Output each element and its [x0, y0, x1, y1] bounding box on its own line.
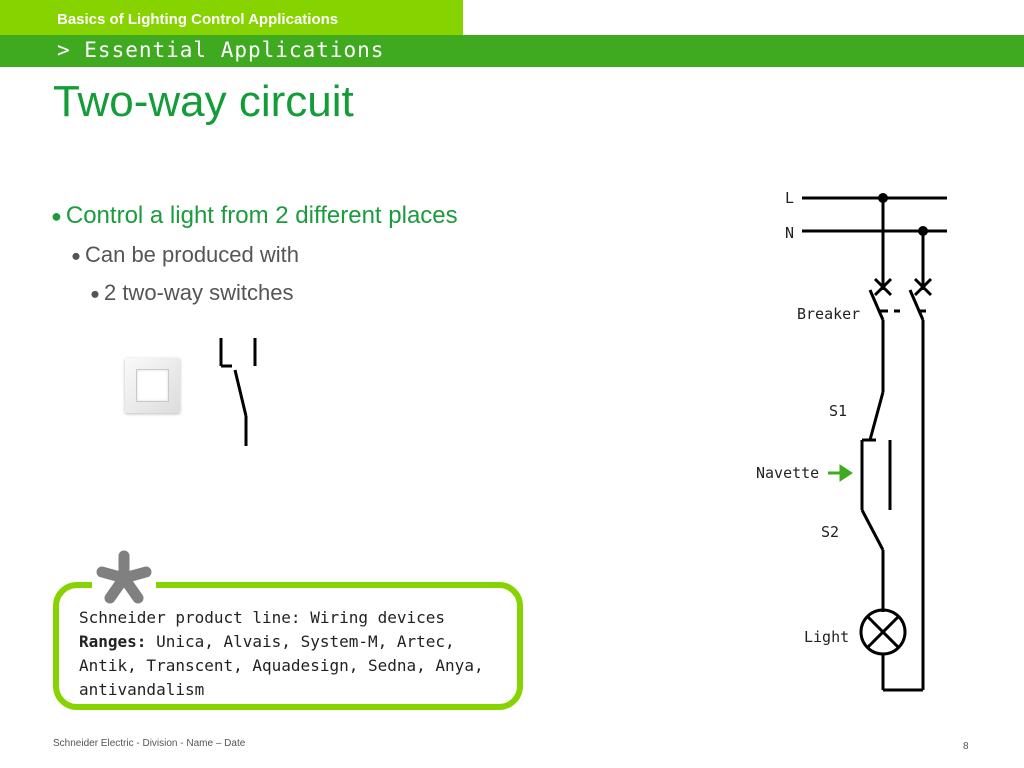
label-line: L: [785, 189, 794, 207]
info-heading: Schneider product line: Wiring devices: [79, 608, 446, 627]
asterisk-icon: [92, 548, 156, 612]
info-ranges: Ranges: Unica, Alvais, System-M, Artec, …: [79, 630, 499, 702]
junction-dot-icon: [878, 193, 888, 203]
section-title: Basics of Lighting Control Applications: [57, 11, 339, 28]
label-navette: Navette: [756, 464, 819, 482]
two-way-switch-symbol: [219, 338, 257, 446]
info-text: Schneider product line: Wiring devices R…: [79, 606, 499, 702]
ranges-label: Ranges:: [79, 632, 147, 651]
bullet-level-3: ●2 two-way switches: [90, 280, 293, 306]
bullet-level-2: ●Can be produced with: [71, 242, 299, 268]
ranges-value: Unica, Alvais, System-M, Artec, Antik, T…: [79, 632, 484, 699]
circuit-diagram: L N Breaker S1 Navette S2 Light: [756, 189, 947, 692]
bullet-dot-icon: ●: [51, 206, 62, 227]
bullet-text: Can be produced with: [84, 242, 299, 267]
bullet-text: 2 two-way switches: [103, 280, 294, 305]
footer-text: Schneider Electric - Division - Name – D…: [53, 738, 246, 749]
bullet-dot-icon: ●: [90, 284, 100, 303]
page-number: 8: [963, 741, 969, 752]
bullet-text: Control a light from 2 different places: [65, 202, 458, 229]
info-box: [53, 582, 523, 710]
top-bar: [0, 0, 463, 35]
label-light: Light: [804, 628, 849, 646]
bullet-dot-icon: ●: [71, 246, 81, 265]
sub-bar: [0, 35, 1024, 67]
subsection-title: > Essential Applications: [57, 38, 385, 62]
label-neutral: N: [785, 224, 794, 242]
label-breaker: Breaker: [797, 305, 860, 323]
bullet-level-1: ●Control a light from 2 different places: [51, 202, 458, 230]
switch-product-image: [125, 358, 180, 413]
navette-arrow-icon: [828, 464, 853, 482]
label-s2: S2: [821, 523, 839, 541]
page-title: Two-way circuit: [53, 77, 354, 126]
label-s1: S1: [829, 402, 847, 420]
junction-dot-icon: [918, 226, 928, 236]
